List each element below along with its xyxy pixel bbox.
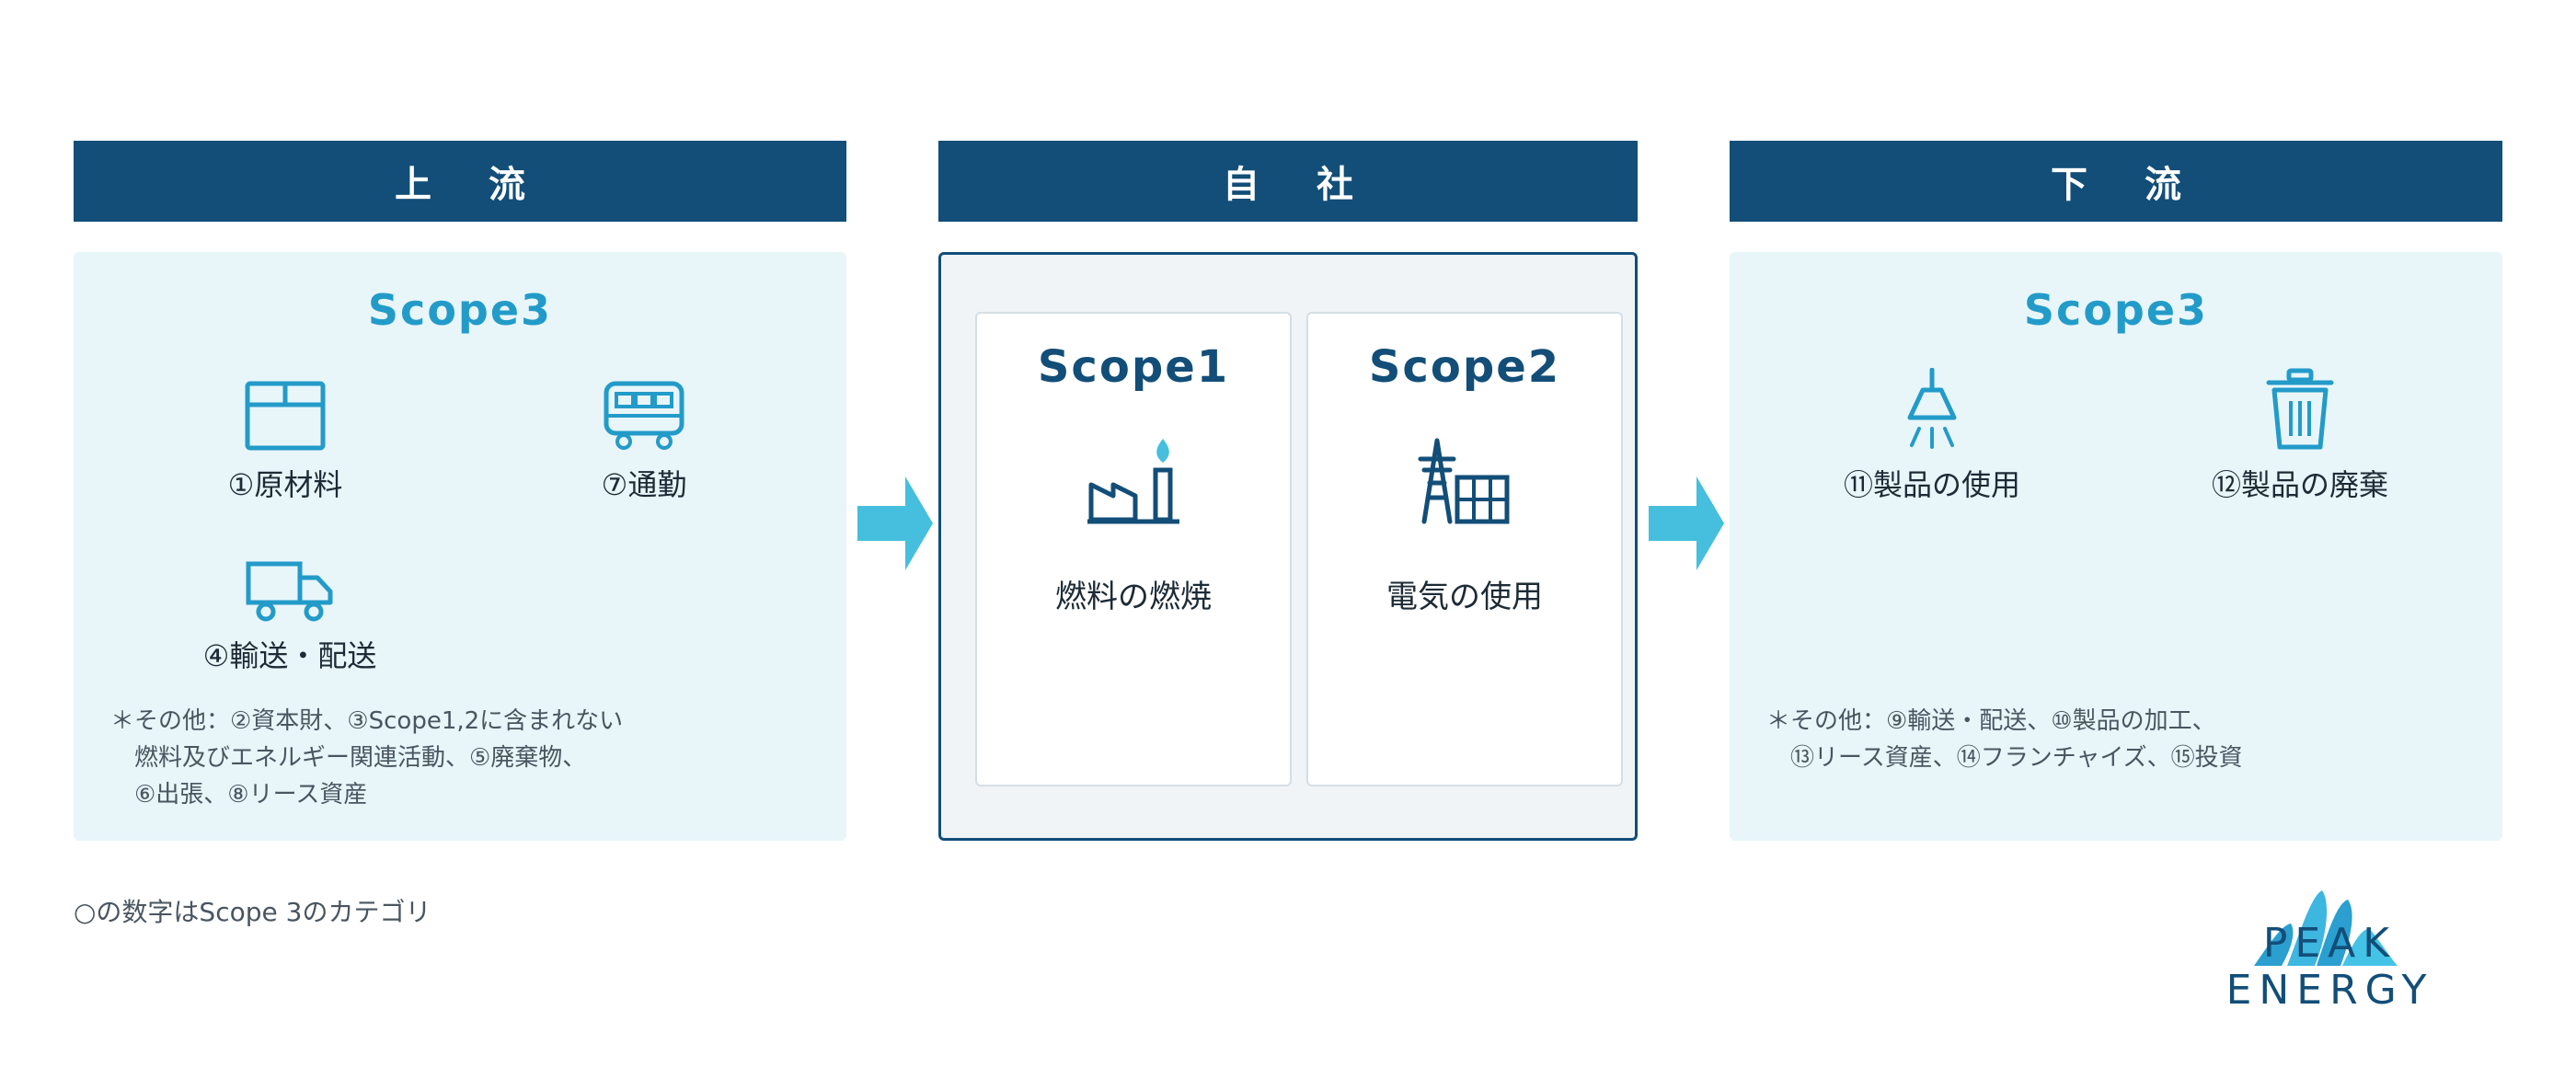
truck-icon	[246, 561, 333, 622]
downstream-note: ＊その他：⑨輸送・配送、⑩製品の加工、 ⑬リース資産、⑭フランチャイズ、⑮投資	[1766, 707, 2243, 772]
upstream-note: ＊その他：②資本財、③Scope1,2に含まれない 燃料及びエネルギー関連活動、…	[110, 707, 624, 809]
box-icon	[245, 381, 326, 451]
arrow-right-icon	[857, 476, 933, 570]
upstream-header: 上流	[74, 141, 846, 222]
item-label: ⑫製品の廃棄	[2211, 467, 2388, 502]
company-header: 自社	[938, 141, 1638, 222]
arrow-right-icon	[1649, 476, 1724, 570]
scope1-card: Scope1 燃料の燃焼	[975, 312, 1292, 786]
mountain-logo-icon	[2254, 890, 2398, 966]
lamp-icon	[1907, 368, 1957, 449]
peak-energy-logo: PEAK ENERGY	[2153, 885, 2507, 1014]
trash-icon	[2266, 368, 2334, 450]
item-label: ⑪製品の使用	[1843, 467, 2020, 502]
logo-text: PEAK ENERGY	[2225, 920, 2434, 1014]
upstream-panel: Scope3 ①原材料 ⑦通勤 ④輸送・配送 ＊	[74, 252, 846, 841]
downstream-panel: Scope3 ⑪製品の使用 ⑫製品の廃棄 ＊その他：⑨輸送・配送、⑩製品の加工、…	[1730, 252, 2502, 841]
scope2-label: 電気の使用	[1386, 579, 1543, 615]
item-product-disposal: ⑫製品の廃棄	[2190, 368, 2410, 504]
item-label: ④輸送・配送	[202, 638, 377, 673]
downstream-scope3-title: Scope3	[2023, 285, 2209, 335]
scope1-title: Scope1	[1037, 341, 1230, 393]
scope1-label: 燃料の燃焼	[1055, 579, 1212, 615]
train-icon	[604, 381, 684, 450]
item-label: ⑦通勤	[601, 467, 687, 502]
item-label: ①原材料	[227, 467, 343, 502]
item-raw-materials: ①原材料	[193, 381, 377, 504]
downstream-header: 下流	[1730, 141, 2502, 222]
scope2-title: Scope2	[1368, 341, 1561, 393]
item-product-use: ⑪製品の使用	[1822, 368, 2042, 504]
power-tower-icon	[1418, 438, 1510, 524]
item-commuting: ⑦通勤	[552, 381, 736, 504]
scope2-card: Scope2 電気の使用	[1306, 312, 1623, 786]
factory-flame-icon	[1087, 439, 1179, 524]
upstream-scope3-title: Scope3	[367, 285, 553, 335]
item-transport: ④輸送・配送	[179, 561, 400, 675]
company-panel: Scope1 燃料の燃焼 Scope2 電気の使用	[938, 252, 1638, 841]
footnote: ○の数字はScope 3のカテゴリ	[74, 897, 431, 927]
